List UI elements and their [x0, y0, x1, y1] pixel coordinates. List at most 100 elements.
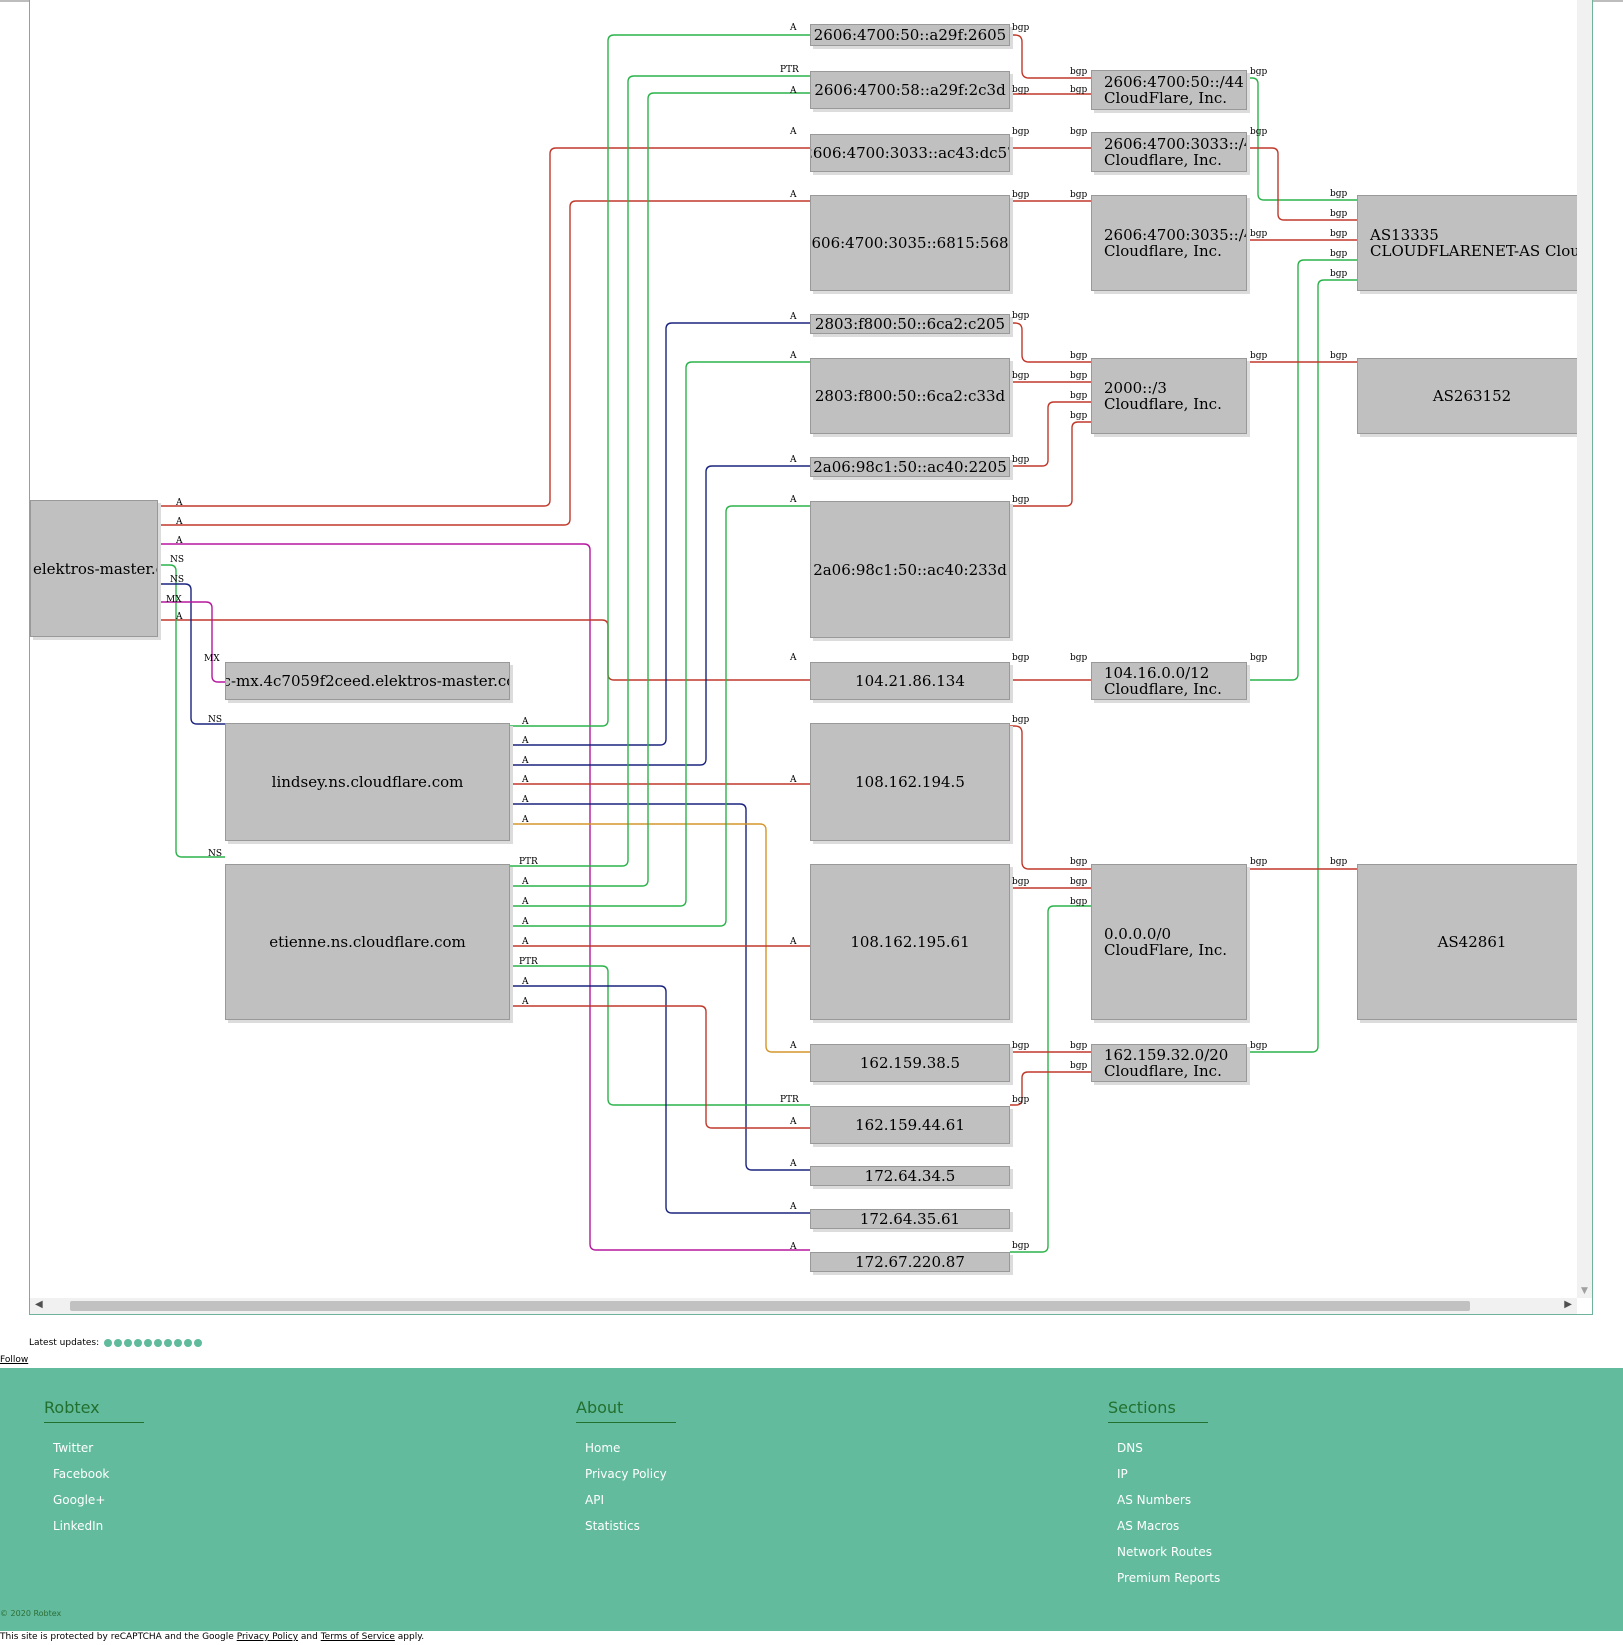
graph-edge — [1010, 401, 1091, 467]
footer-link-network-routes[interactable]: Network Routes — [1117, 1545, 1213, 1559]
graph-node-r-0-0[interactable]: 0.0.0.0/0 CloudFlare, Inc. — [1091, 864, 1247, 1020]
graph-node-ip-ac43dc57[interactable]: 2606:4700:3033::ac43:dc57 — [810, 134, 1010, 172]
edge-label: bgp — [1330, 351, 1348, 361]
graph-node-ip-162-38[interactable]: 162.159.38.5 — [810, 1044, 1010, 1082]
footer-heading-sections: Sections — [1108, 1398, 1208, 1423]
footer-link-home[interactable]: Home — [585, 1441, 621, 1455]
graph-node-as13335[interactable]: AS13335 CLOUDFLARENET-AS CloudFl — [1357, 195, 1587, 291]
graph-node-ip-ac40233d[interactable]: 2a06:98c1:50::ac40:233d — [810, 501, 1010, 638]
footer-link-as-numbers[interactable]: AS Numbers — [1117, 1493, 1192, 1507]
graph-node-r-3033-48[interactable]: 2606:4700:3033::/48 Cloudflare, Inc. — [1091, 132, 1247, 172]
footer-link-premium-reports[interactable]: Premium Reports — [1117, 1571, 1221, 1585]
edge-label: A — [790, 1159, 797, 1169]
edge-label: A — [790, 351, 797, 361]
graph-node-ip-a29f2c3d[interactable]: 2606:4700:58::a29f:2c3d — [810, 71, 1010, 109]
update-dot[interactable] — [174, 1339, 183, 1347]
edge-label: NS — [208, 849, 223, 859]
graph-node-r-104-12[interactable]: 104.16.0.0/12 Cloudflare, Inc. — [1091, 662, 1247, 700]
recaptcha-privacy-link[interactable]: Privacy Policy — [236, 1632, 299, 1642]
graph-node-ip-ac402205[interactable]: 2a06:98c1:50::ac40:2205 — [810, 457, 1010, 477]
edge-label: A — [522, 756, 529, 766]
graph-edge — [158, 601, 225, 683]
footer-link-ip[interactable]: IP — [1117, 1467, 1128, 1481]
edge-label: bgp — [1012, 495, 1030, 505]
graph-node-ip-172-35[interactable]: 172.64.35.61 — [810, 1209, 1010, 1229]
edge-label: A — [176, 517, 183, 527]
graph-edge — [158, 564, 225, 858]
update-dot[interactable] — [104, 1339, 113, 1347]
scrollbar-thumb[interactable] — [70, 1301, 1470, 1311]
graph-node-ip-108-194[interactable]: 108.162.194.5 — [810, 723, 1010, 841]
graph-node-r-2000-3[interactable]: 2000::/3 Cloudflare, Inc. — [1091, 358, 1247, 434]
footer: Robtex Twitter Facebook Google+ LinkedIn… — [0, 1368, 1623, 1631]
edge-label: NS — [208, 715, 223, 725]
footer-link-api[interactable]: API — [585, 1493, 604, 1507]
recaptcha-terms-link[interactable]: Terms of Service — [320, 1632, 395, 1642]
graph-edge — [1010, 1071, 1091, 1106]
update-dots[interactable] — [104, 1339, 203, 1347]
graph-node-ip-6ca2c205[interactable]: 2803:f800:50::6ca2:c205 — [810, 314, 1010, 334]
graph-edge — [510, 803, 810, 1171]
update-dot[interactable] — [144, 1339, 153, 1347]
footer-link-linkedin[interactable]: LinkedIn — [53, 1519, 104, 1533]
vertical-scrollbar[interactable]: ▼ — [1577, 0, 1592, 1298]
update-dot[interactable] — [194, 1339, 203, 1347]
graph-edge — [1010, 725, 1091, 870]
edge-label: MX — [166, 595, 182, 605]
edge-label: bgp — [1012, 1095, 1030, 1105]
scroll-down-arrow-icon[interactable]: ▼ — [1581, 1286, 1588, 1296]
graph-edge — [510, 965, 810, 1106]
graph-node-ip-172-67[interactable]: 172.67.220.87 — [810, 1252, 1010, 1272]
graph-node-ip-6ca2c33d[interactable]: 2803:f800:50::6ca2:c33d — [810, 358, 1010, 434]
edge-label: PTR — [780, 1095, 799, 1105]
edge-label: MX — [204, 654, 220, 664]
graph-edge — [510, 75, 810, 867]
graph-node-r-50-44[interactable]: 2606:4700:50::/44 CloudFlare, Inc. — [1091, 70, 1247, 110]
graph-node-lindsey[interactable]: lindsey.ns.cloudflare.com — [225, 723, 510, 841]
follow-link[interactable]: Follow — [0, 1355, 29, 1365]
edge-label: A — [176, 536, 183, 546]
graph-node-ip-68155686[interactable]: 2606:4700:3035::6815:5686 — [810, 195, 1010, 291]
graph-node-r-162-20[interactable]: 162.159.32.0/20 Cloudflare, Inc. — [1091, 1044, 1247, 1082]
graph-node-as263152[interactable]: AS263152 — [1357, 358, 1587, 434]
update-dot[interactable] — [164, 1339, 173, 1347]
horizontal-scrollbar[interactable]: ◀ ▶ — [30, 1298, 1577, 1314]
footer-link-privacy-policy[interactable]: Privacy Policy — [585, 1467, 667, 1481]
footer-link-as-macros[interactable]: AS Macros — [1117, 1519, 1180, 1533]
graph-node-ip-a29f2605[interactable]: 2606:4700:50::a29f:2605 — [810, 24, 1010, 46]
footer-link-facebook[interactable]: Facebook — [53, 1467, 110, 1481]
update-dot[interactable] — [124, 1339, 133, 1347]
footer-link-twitter[interactable]: Twitter — [53, 1441, 94, 1455]
graph-node-elektros[interactable]: elektros-master.com — [30, 500, 158, 637]
edge-label: bgp — [1250, 127, 1268, 137]
graph-node-dcmx[interactable]: _dc-mx.4c7059f2ceed.elektros-master.com — [225, 662, 510, 700]
update-dot[interactable] — [114, 1339, 123, 1347]
graph-canvas[interactable] — [30, 0, 1577, 1298]
update-dot[interactable] — [184, 1339, 193, 1347]
edge-label: bgp — [1070, 411, 1088, 421]
edge-label: bgp — [1012, 455, 1030, 465]
edge-label: bgp — [1330, 857, 1348, 867]
footer-link-dns[interactable]: DNS — [1117, 1441, 1143, 1455]
graph-node-r-3035-48[interactable]: 2606:4700:3035::/48 Cloudflare, Inc. — [1091, 195, 1247, 291]
scroll-right-arrow-icon[interactable]: ▶ — [1564, 1299, 1572, 1310]
graph-edge — [510, 1005, 810, 1129]
edge-label: bgp — [1012, 877, 1030, 887]
graph-node-ip-162-44[interactable]: 162.159.44.61 — [810, 1106, 1010, 1144]
update-dot[interactable] — [154, 1339, 163, 1347]
recaptcha-notice: This site is protected by reCAPTCHA and … — [0, 1632, 424, 1642]
graph-node-ip-108-195[interactable]: 108.162.195.61 — [810, 864, 1010, 1020]
graph-node-as42861[interactable]: AS42861 — [1357, 864, 1587, 1020]
edge-label: bgp — [1070, 1041, 1088, 1051]
footer-link-statistics[interactable]: Statistics — [585, 1519, 640, 1533]
scroll-left-arrow-icon[interactable]: ◀ — [35, 1299, 43, 1310]
graph-node-etienne[interactable]: etienne.ns.cloudflare.com — [225, 864, 510, 1020]
edge-label: bgp — [1070, 1061, 1088, 1071]
graph-edge — [158, 200, 810, 526]
footer-link-googleplus[interactable]: Google+ — [53, 1493, 106, 1507]
graph-node-ip-172-34[interactable]: 172.64.34.5 — [810, 1166, 1010, 1186]
graph-viewport[interactable]: elektros-master.com _dc-mx.4c7059f2ceed.e… — [29, 0, 1593, 1315]
update-dot[interactable] — [134, 1339, 143, 1347]
footer-col-robtex: Robtex Twitter Facebook Google+ LinkedIn — [44, 1398, 144, 1543]
graph-node-ip-104-21[interactable]: 104.21.86.134 — [810, 662, 1010, 700]
